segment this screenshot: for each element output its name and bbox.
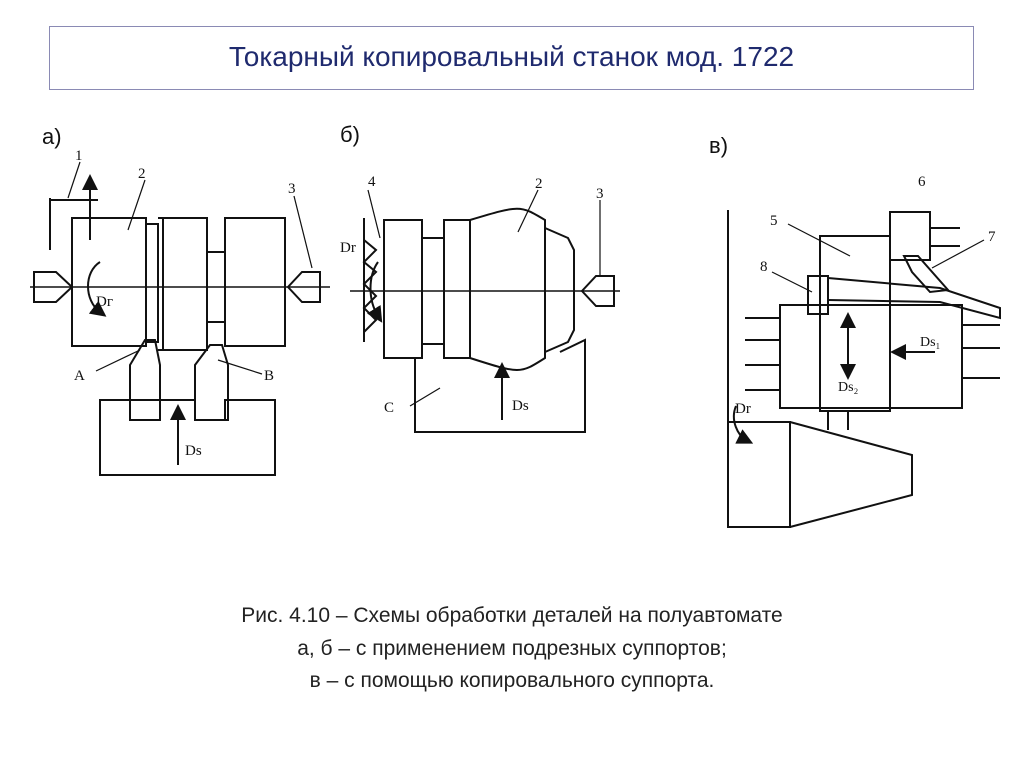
tracer-8 <box>807 275 829 315</box>
label-a-3: 3 <box>288 181 296 197</box>
right-center-a <box>286 271 321 303</box>
diagram-v <box>727 210 1001 528</box>
tool-A <box>129 339 161 401</box>
block-6 <box>889 211 931 261</box>
label-v-8: 8 <box>760 259 768 275</box>
diagram-v-labels: 5 6 7 8 Ds₁ Ds₂ Dr <box>735 174 996 417</box>
label-v-5: 5 <box>770 213 778 229</box>
caption-line-2: а, б – с применением подрезных суппортов… <box>297 637 727 660</box>
workpiece-v-body <box>727 421 791 528</box>
copy-slide <box>779 304 963 409</box>
workpiece-v-cone <box>789 421 913 528</box>
caption-line-3: в – с помощью копировального суппорта. <box>309 669 715 692</box>
label-b-2: 2 <box>535 176 543 192</box>
carriage-5 <box>819 235 891 412</box>
label-a-1: 1 <box>75 148 83 164</box>
template <box>827 277 1001 320</box>
rotation-arrow-a <box>87 261 107 317</box>
label-a-Dg: Dг <box>96 294 113 310</box>
label-b-Ds: Ds <box>512 398 529 414</box>
label-b-C: C <box>384 400 394 416</box>
chuck-body <box>383 219 423 359</box>
label-a-2: 2 <box>138 166 146 182</box>
label-a-Ds: Ds <box>185 443 202 459</box>
label-v-Dr: Dr <box>735 401 751 417</box>
workpiece-step-1 <box>71 217 147 347</box>
label-a-A: A <box>74 368 85 384</box>
sublabel-b: б) <box>340 122 360 147</box>
diagram-b <box>350 189 620 433</box>
carriage-a <box>99 399 276 476</box>
workpiece-b <box>469 207 546 371</box>
label-a-B: B <box>264 368 274 384</box>
label-v-Ds1: Ds₁ <box>920 335 940 350</box>
sublabel-v: в) <box>709 133 729 158</box>
label-v-6: 6 <box>918 174 926 190</box>
rotation-arrow-v <box>732 405 754 444</box>
tool-B <box>194 344 229 421</box>
diagram-a-labels: 1 2 3 A B Dг Ds <box>74 148 296 459</box>
carriage-c <box>414 338 586 433</box>
label-b-3: 3 <box>596 186 604 202</box>
page-title: Токарный копировальный станок мод. 1722 <box>228 41 795 72</box>
title-frame: Токарный копировальный станок мод. 1722 <box>49 26 974 90</box>
rotation-arrow-b <box>366 261 383 323</box>
diagram-b-labels: 4 2 3 C Dr Ds <box>340 174 604 416</box>
label-v-Ds2: Ds₂ <box>838 380 859 395</box>
diagram-a <box>30 161 330 476</box>
label-b-Dr: Dr <box>340 240 356 256</box>
left-center-a <box>33 271 74 303</box>
right-center-b <box>580 275 615 307</box>
sublabel-a: а) <box>42 124 62 149</box>
workpiece-step-3 <box>224 217 286 347</box>
caption-line-1: Рис. 4.10 – Схемы обработки деталей на п… <box>241 604 783 627</box>
label-v-7: 7 <box>988 229 996 245</box>
tool-7 <box>902 255 951 294</box>
workpiece-step-2 <box>162 217 208 351</box>
label-b-4: 4 <box>368 174 376 190</box>
